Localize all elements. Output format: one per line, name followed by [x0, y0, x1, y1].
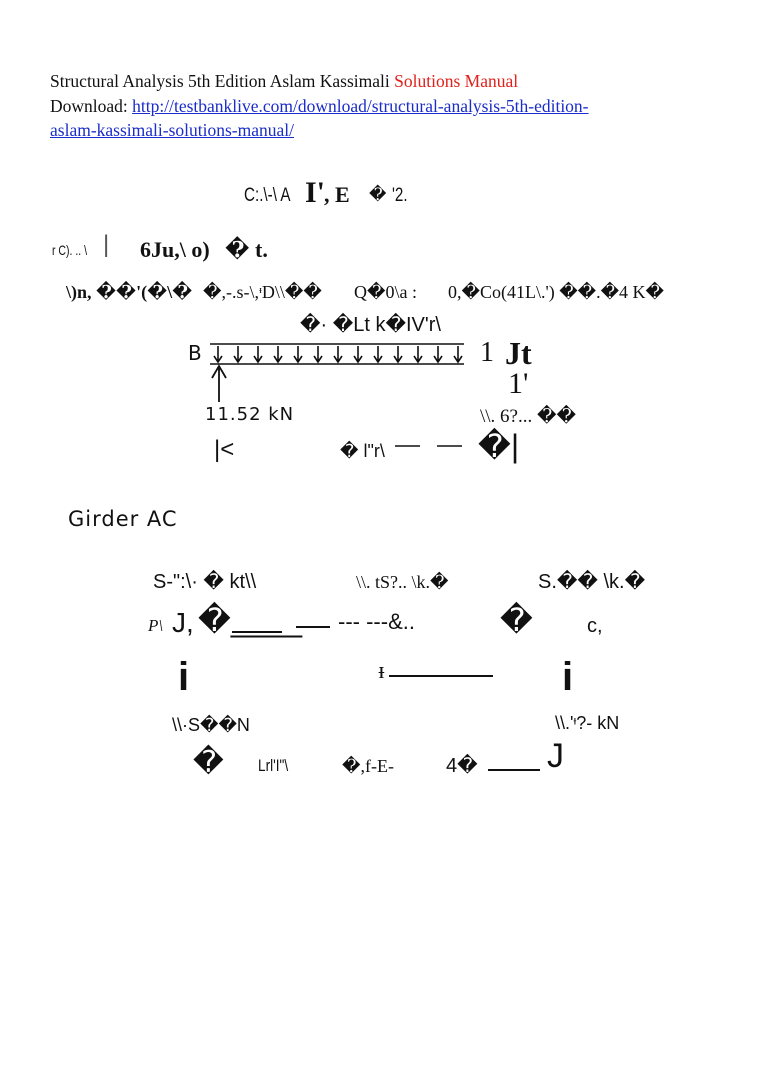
girder-reaction-left: i [178, 655, 190, 699]
girder-dim-left-mark: � [193, 746, 224, 779]
girder-span-mid: --- ---&.. [338, 609, 415, 634]
beam-reaction-arrow [211, 364, 227, 402]
girder-reaction-right-value: \\.'ᶧ?- kN [555, 713, 620, 733]
left-reaction-value: 11.52 kN [205, 404, 295, 425]
scan-line-1d: � [369, 185, 387, 204]
girder-load-1: S-":\· � kt\\ [153, 571, 257, 593]
girder-load-2: \\. tS?.. \k.� [356, 572, 449, 592]
girder-label-p: P\ [148, 616, 164, 635]
load-arrow [233, 346, 243, 364]
scan-line-3c: Q�0\a : [354, 282, 417, 302]
header-download-line: Download: http://testbanklive.com/downlo… [50, 96, 589, 117]
girder-span-lines [232, 626, 540, 771]
header-title-highlight: Solutions Manual [394, 71, 519, 91]
load-arrow [453, 346, 463, 364]
girder-span-left: �____ [198, 602, 302, 638]
scan-line-3a: \)n, ��'(�\� [66, 282, 193, 302]
dimension-left-mark: |< [214, 436, 235, 463]
load-arrow [313, 346, 323, 364]
scan-line-1c: , E [324, 182, 350, 207]
girder-reaction-mid: ᶧ [378, 653, 385, 698]
beam-right-label-1: 1 [480, 337, 494, 368]
load-arrow [213, 346, 223, 364]
load-arrow [373, 346, 383, 364]
girder-reaction-left-value: \\·S��N [172, 715, 250, 735]
load-arrow [273, 346, 283, 364]
scan-line-3d: 0,�Co(41L\.') ��.�4 K� [448, 282, 665, 302]
girder-dim-right-mark: J [547, 737, 564, 775]
girder-label-a: J, [172, 607, 194, 638]
scan-line-3b: �,-.s-\,ᶧD\\�� [203, 282, 322, 302]
header-title-line: Structural Analysis 5th Edition Aslam Ka… [50, 71, 518, 92]
load-arrow [293, 346, 303, 364]
beam-left-label: B [188, 341, 203, 365]
girder-label-c: c, [587, 615, 603, 637]
load-arrow [413, 346, 423, 364]
load-arrow [393, 346, 403, 364]
scan-line-4: �· �Lt k�IV'r\ [300, 314, 441, 336]
dimension-mid-label: � l"r\ [340, 441, 385, 461]
distributed-load-arrows [210, 343, 464, 365]
header-download-line2: aslam-kassimali-solutions-manual/ [50, 120, 294, 141]
scan-line-1b: I' [305, 176, 326, 209]
right-reaction-value: \\. 6?... �� [480, 406, 576, 427]
girder-reaction-right: i [562, 655, 574, 699]
header-title: Structural Analysis 5th Edition Aslam Ka… [50, 71, 395, 91]
scan-line-1a: C:.\-\ A [244, 185, 291, 206]
scan-line-2a: r C). .. \ [52, 242, 88, 258]
beam-right-label-3: 1' [508, 367, 529, 400]
load-arrow [433, 346, 443, 364]
scan-line-2c: 6Ju,\ o) [140, 237, 210, 262]
dimension-right-mark: �| [478, 428, 520, 464]
girder-dim-label-2: �,f-E- [342, 756, 394, 776]
load-arrow [333, 346, 343, 364]
beam-right-label-2: Jt [505, 335, 532, 371]
load-arrow [353, 346, 363, 364]
scan-line-1e: '2. [392, 185, 408, 206]
girder-support-right: � [500, 602, 533, 638]
load-arrow [253, 346, 263, 364]
scan-line-2d: � t. [225, 237, 268, 262]
girder-dim-label-3: 4� [446, 755, 478, 777]
girder-dim-label-1: Lrl'I"\ [258, 756, 289, 775]
girder-load-3: S.�� \k.� [538, 571, 646, 593]
scan-line-2b: | [103, 231, 110, 258]
download-link-part2[interactable]: aslam-kassimali-solutions-manual/ [50, 120, 294, 140]
download-link-part1[interactable]: http://testbanklive.com/download/structu… [132, 96, 589, 116]
download-label: Download: [50, 96, 133, 116]
girder-ac-heading: Girder AC [68, 507, 178, 531]
